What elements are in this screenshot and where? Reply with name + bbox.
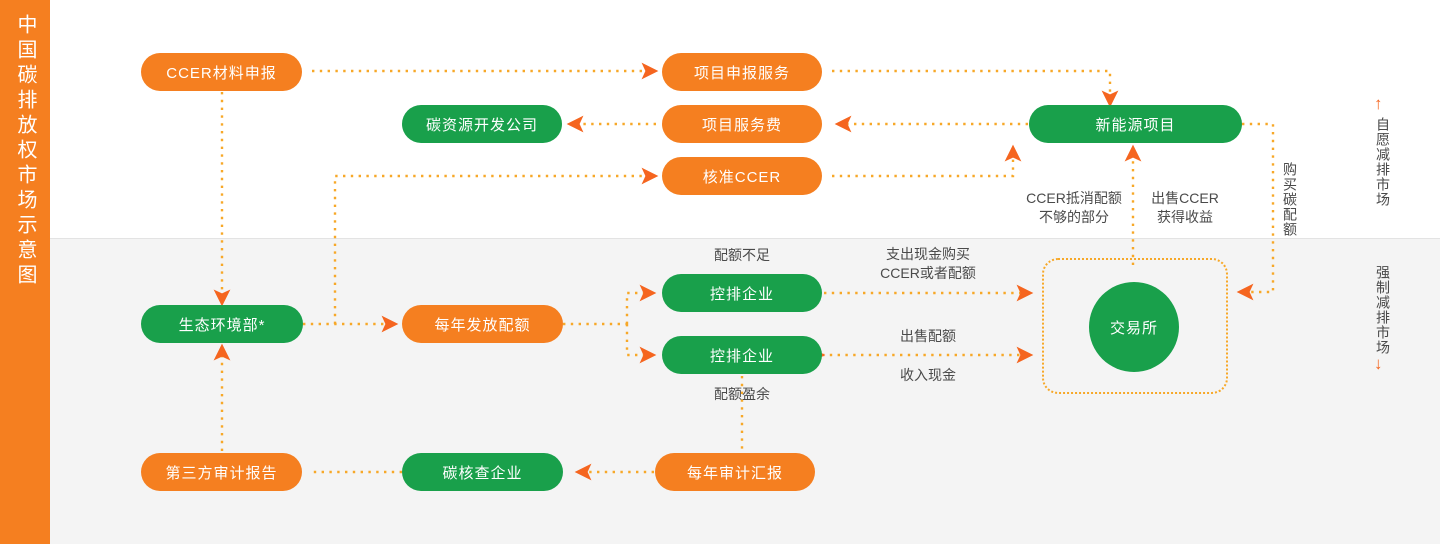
node-third-party-audit-report[interactable]: 第三方审计报告 (141, 453, 302, 491)
node-controlled-enterprise-1[interactable]: 控排企业 (662, 274, 822, 312)
node-annual-quota-issue[interactable]: 每年发放配额 (402, 305, 563, 343)
label-buy-carbon-quota: 购买碳配额 (1282, 162, 1298, 237)
label-ccer-offset: CCER抵消配额 不够的部分 (1026, 190, 1122, 225)
mandatory-market-down-arrow-icon: ↓ (1374, 354, 1383, 373)
node-project-service-fee[interactable]: 项目服务费 (662, 105, 822, 143)
label-quota-surplus: 配额盈余 (714, 386, 770, 402)
node-label: 项目申报服务 (693, 64, 790, 82)
node-ccer-material-declaration[interactable]: CCER材料申报 (141, 53, 302, 91)
node-new-energy-project[interactable]: 新能源项目 (1029, 105, 1242, 143)
label-voluntary-market: 自愿减排市场 (1375, 117, 1391, 207)
node-label: 核准CCER (702, 168, 782, 186)
node-label: 每年发放配额 (434, 316, 531, 334)
label-sell-ccer-income: 出售CCER 获得收益 (1151, 190, 1219, 225)
node-label: 生态环境部* (178, 316, 266, 334)
exchange-dashed-container (1042, 258, 1228, 394)
node-label: CCER材料申报 (166, 64, 277, 82)
node-carbon-verification-company[interactable]: 碳核查企业 (402, 453, 563, 491)
node-label: 交易所 (1109, 319, 1158, 337)
node-label: 控排企业 (709, 285, 774, 303)
label-sell-quota: 出售配额 (900, 328, 956, 344)
node-annual-audit-report[interactable]: 每年审计汇报 (655, 453, 815, 491)
node-label: 新能源项目 (1095, 116, 1176, 134)
node-controlled-enterprise-2[interactable]: 控排企业 (662, 336, 822, 374)
label-mandatory-market: 强制减排市场 (1375, 265, 1391, 355)
node-label: 项目服务费 (701, 116, 782, 134)
page-title: 中国碳排放权市场示意图 (14, 14, 36, 289)
label-pay-cash-buy: 支出现金购买 CCER或者配额 (880, 246, 976, 281)
voluntary-market-up-arrow-icon: ↑ (1374, 94, 1383, 113)
node-label: 第三方审计报告 (165, 464, 278, 482)
label-quota-shortage: 配额不足 (714, 247, 770, 263)
node-carbon-resource-dev-company[interactable]: 碳资源开发公司 (402, 105, 562, 143)
node-ministry-of-ecology[interactable]: 生态环境部* (141, 305, 303, 343)
title-sidebar: 中国碳排放权市场示意图 (0, 0, 50, 544)
label-receive-cash: 收入现金 (900, 367, 956, 383)
node-exchange[interactable]: 交易所 (1089, 282, 1179, 372)
node-label: 控排企业 (709, 347, 774, 365)
node-label: 碳核查企业 (442, 464, 523, 482)
node-approved-ccer[interactable]: 核准CCER (662, 157, 822, 195)
node-label: 每年审计汇报 (686, 464, 783, 482)
node-project-declaration-service[interactable]: 项目申报服务 (662, 53, 822, 91)
node-label: 碳资源开发公司 (425, 116, 538, 134)
